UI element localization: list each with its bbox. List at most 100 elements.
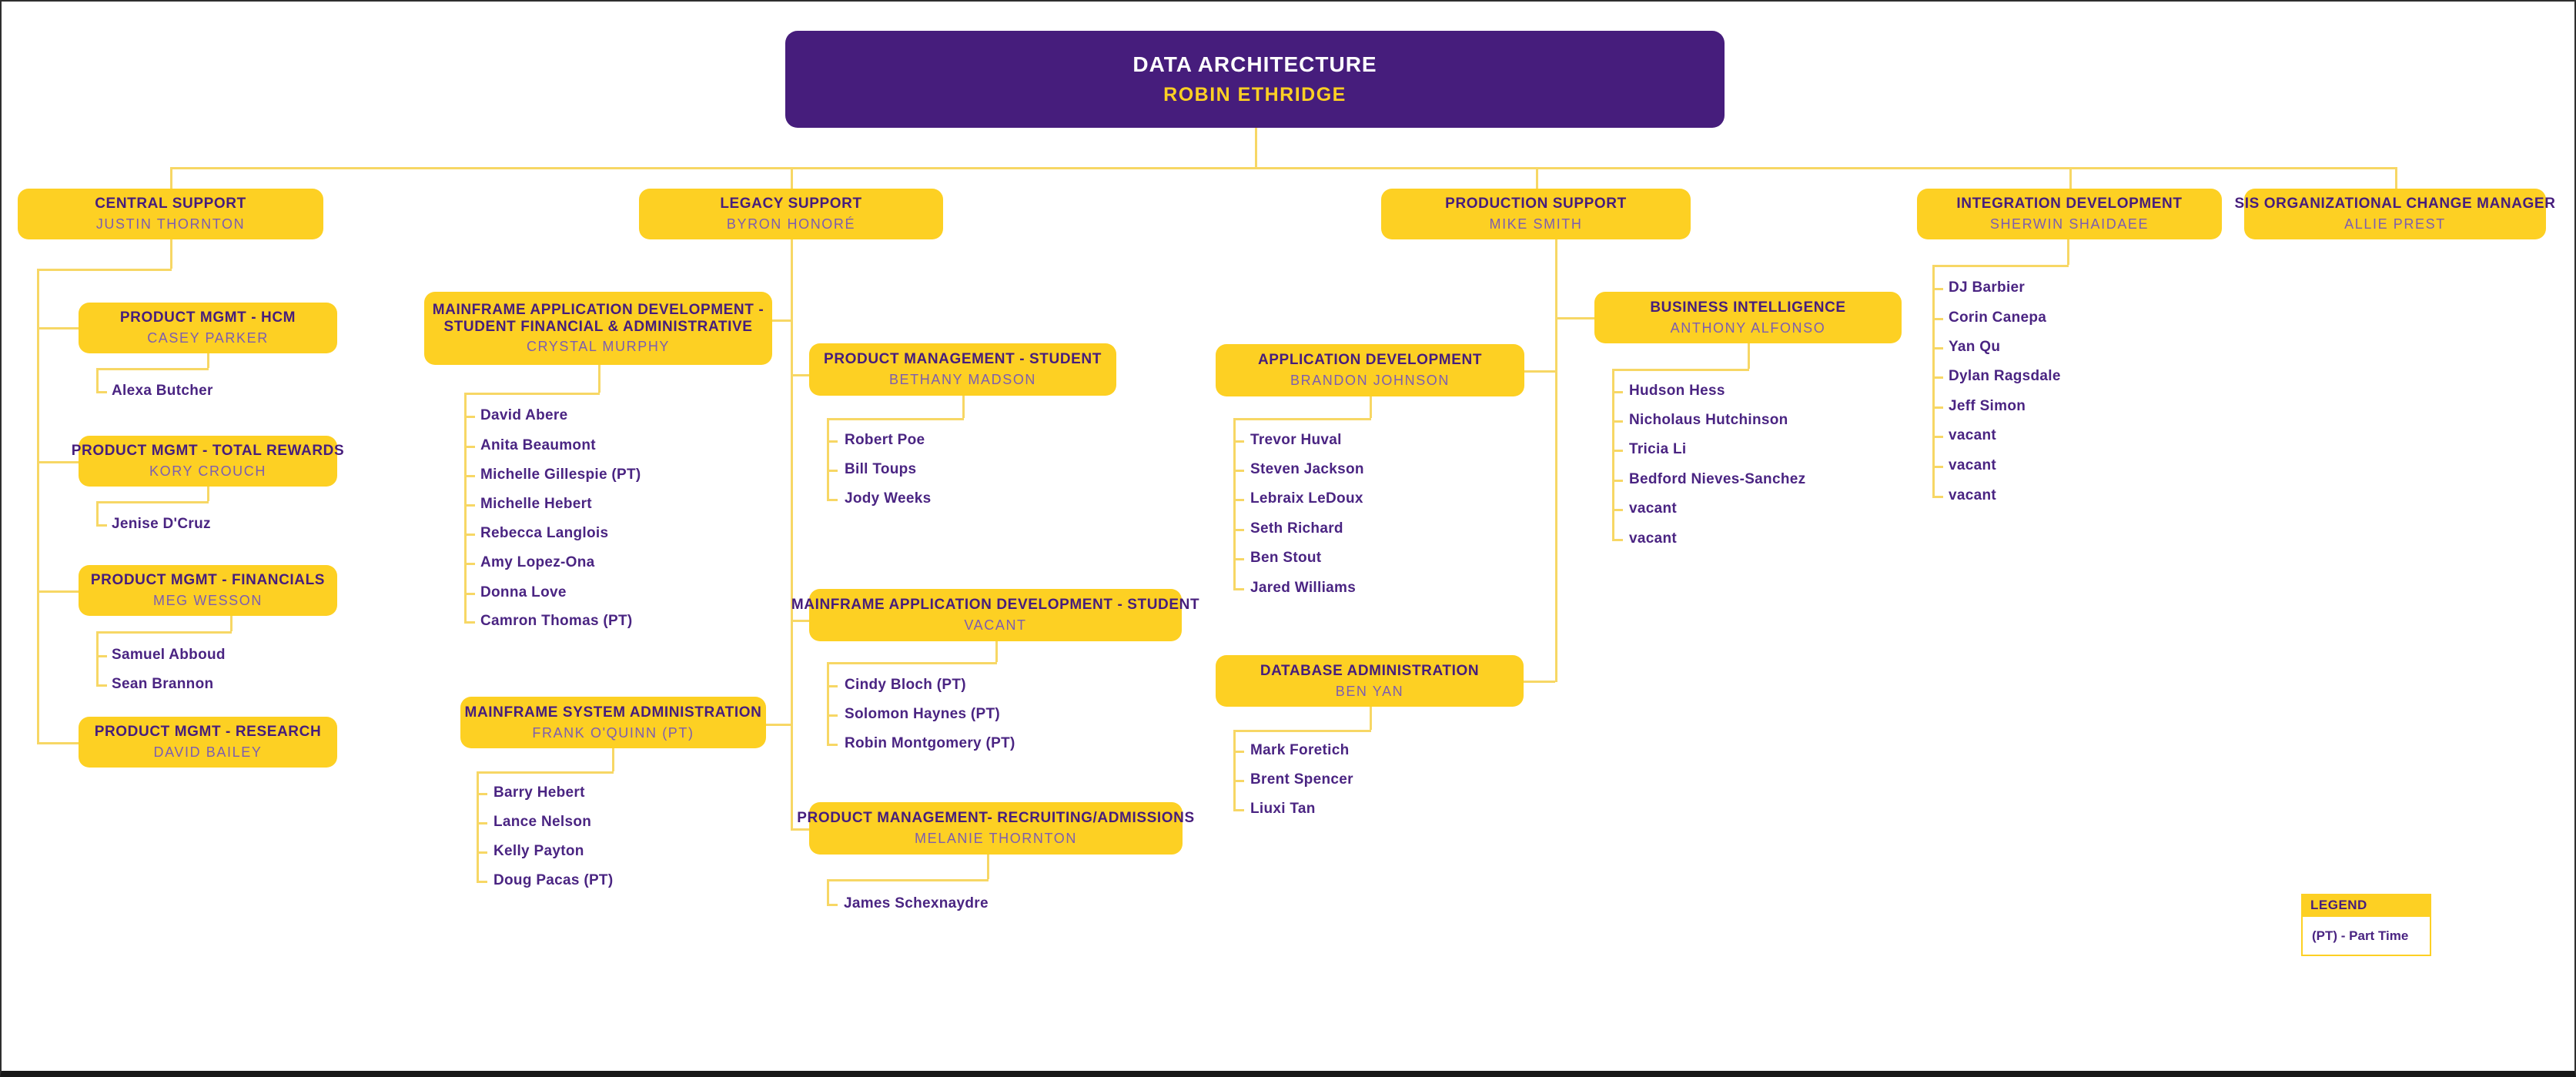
box-title: PRODUCT MANAGEMENT- RECRUITING/ADMISSION… — [797, 810, 1195, 827]
connector-line — [1932, 496, 1943, 498]
member-name: Liuxi Tan — [1250, 801, 1316, 817]
member-name: Michelle Hebert — [480, 496, 592, 512]
org-box-mad-student: MAINFRAME APPLICATION DEVELOPMENT - STUD… — [791, 589, 1199, 641]
connector-line — [827, 744, 838, 746]
connector-line — [207, 487, 209, 501]
org-box-application-development: APPLICATION DEVELOPMENT BRANDON JOHNSON — [1216, 344, 1524, 396]
box-title: PRODUCTION SUPPORT — [1445, 196, 1627, 212]
connector-line — [37, 461, 79, 463]
box-title: MAINFRAME APPLICATION DEVELOPMENT - STUD… — [791, 597, 1200, 614]
connector-line — [96, 501, 209, 503]
connector-line — [962, 396, 965, 418]
box-manager: MELANIE THORNTON — [915, 831, 1077, 847]
member-name: Nicholaus Hutchinson — [1629, 412, 1788, 428]
box-manager: BEN YAN — [1335, 683, 1404, 699]
connector-line — [2069, 167, 2072, 189]
box-title: INTEGRATION DEVELOPMENT — [1956, 196, 2183, 212]
connector-line — [772, 319, 792, 322]
member-name: Yan Qu — [1949, 339, 2001, 355]
member-name: Corin Canepa — [1949, 309, 2047, 326]
connector-line — [1932, 376, 1943, 379]
box-title: SIS ORGANIZATIONAL CHANGE MANAGER — [2234, 196, 2556, 212]
connector-line — [1932, 436, 1943, 438]
connector-line — [1370, 707, 1372, 730]
connector-line — [1932, 466, 1943, 468]
box-manager: JUSTIN THORNTON — [95, 216, 246, 232]
box-manager: SHERWIN SHAIDAEE — [1989, 216, 2149, 232]
connector-line — [1932, 406, 1943, 409]
connector-line — [827, 662, 997, 664]
connector-line — [1233, 730, 1371, 732]
member-name: vacant — [1949, 427, 1997, 443]
connector-line — [995, 641, 998, 662]
connector-line — [464, 475, 475, 477]
connector-line — [791, 374, 809, 376]
org-box-mad-sfa: MAINFRAME APPLICATION DEVELOPMENT - STUD… — [424, 292, 772, 365]
member-name: Jody Weeks — [845, 490, 932, 507]
member-name: Jared Williams — [1250, 580, 1357, 596]
connector-line — [827, 499, 838, 501]
box-manager: ANTHONY ALFONSO — [1670, 319, 1826, 336]
box-title: APPLICATION DEVELOPMENT — [1257, 352, 1483, 369]
connector-line — [1932, 347, 1943, 350]
org-box-pm-research: PRODUCT MGMT - RESEARCH DAVID BAILEY — [79, 717, 337, 768]
connector-line — [1932, 288, 1943, 290]
box-manager: MIKE SMITH — [1489, 216, 1583, 232]
org-box-mainframe-system-administration: MAINFRAME SYSTEM ADMINISTRATION FRANK O'… — [460, 697, 766, 748]
member-name: Kelly Payton — [493, 843, 584, 859]
box-manager: VACANT — [964, 617, 1027, 634]
connector-line — [987, 855, 989, 879]
member-name: DJ Barbier — [1949, 279, 2026, 296]
connector-line — [827, 418, 829, 500]
connector-line — [477, 822, 487, 824]
org-box-root: DATA ARCHITECTURE ROBIN ETHRIDGE — [785, 31, 1725, 128]
member-name: Brent Spencer — [1250, 771, 1353, 788]
member-name: vacant — [1629, 530, 1678, 547]
org-box-legacy-support: LEGACY SUPPORT BYRON HONORÉ — [639, 189, 943, 239]
box-title: PRODUCT MGMT - FINANCIALS — [90, 572, 326, 589]
connector-line — [464, 563, 475, 565]
connector-line — [791, 828, 809, 831]
member-name: vacant — [1949, 457, 1997, 473]
box-title: PRODUCT MGMT - RESEARCH — [94, 724, 322, 741]
connector-line — [96, 501, 99, 524]
box-manager: BRANDON JOHNSON — [1290, 373, 1450, 389]
root-manager: ROBIN ETHRIDGE — [1163, 84, 1347, 106]
org-box-integration-development: INTEGRATION DEVELOPMENT SHERWIN SHAIDAEE — [1917, 189, 2222, 239]
box-manager: CASEY PARKER — [147, 330, 269, 346]
connector-line — [464, 393, 600, 395]
connector-line — [1233, 751, 1244, 753]
connector-line — [37, 269, 172, 271]
connector-line — [1555, 317, 1594, 319]
member-name: Trevor Huval — [1250, 432, 1342, 448]
connector-line — [170, 167, 2397, 169]
box-title: CENTRAL SUPPORT — [95, 196, 246, 212]
member-name: Solomon Haynes (PT) — [845, 706, 1001, 722]
connector-line — [1524, 681, 1555, 683]
connector-line — [477, 793, 487, 795]
member-name: vacant — [1629, 500, 1678, 517]
box-manager: DAVID BAILEY — [153, 744, 263, 761]
connector-line — [96, 655, 107, 657]
connector-line — [1233, 780, 1244, 782]
member-name: James Schexnaydre — [844, 895, 989, 911]
member-name: Amy Lopez-Ona — [480, 554, 595, 570]
box-title: BUSINESS INTELLIGENCE — [1650, 299, 1846, 316]
member-name: David Abere — [480, 407, 568, 423]
connector-line — [1233, 470, 1244, 472]
connector-line — [37, 269, 39, 744]
connector-line — [1612, 480, 1623, 482]
connector-line — [96, 368, 99, 391]
box-manager: BETHANY MADSON — [888, 372, 1037, 388]
member-name: Camron Thomas (PT) — [480, 613, 633, 629]
member-name: Robin Montgomery (PT) — [845, 735, 1015, 751]
connector-line — [1233, 440, 1244, 443]
connector-line — [791, 239, 793, 830]
connector-line — [1233, 809, 1244, 811]
box-manager: BYRON HONORÉ — [726, 216, 856, 232]
member-name: Tricia Li — [1629, 441, 1687, 457]
connector-line — [1612, 450, 1623, 452]
connector-line — [1233, 588, 1244, 590]
connector-line — [1612, 391, 1623, 393]
member-name: Donna Love — [480, 584, 567, 600]
